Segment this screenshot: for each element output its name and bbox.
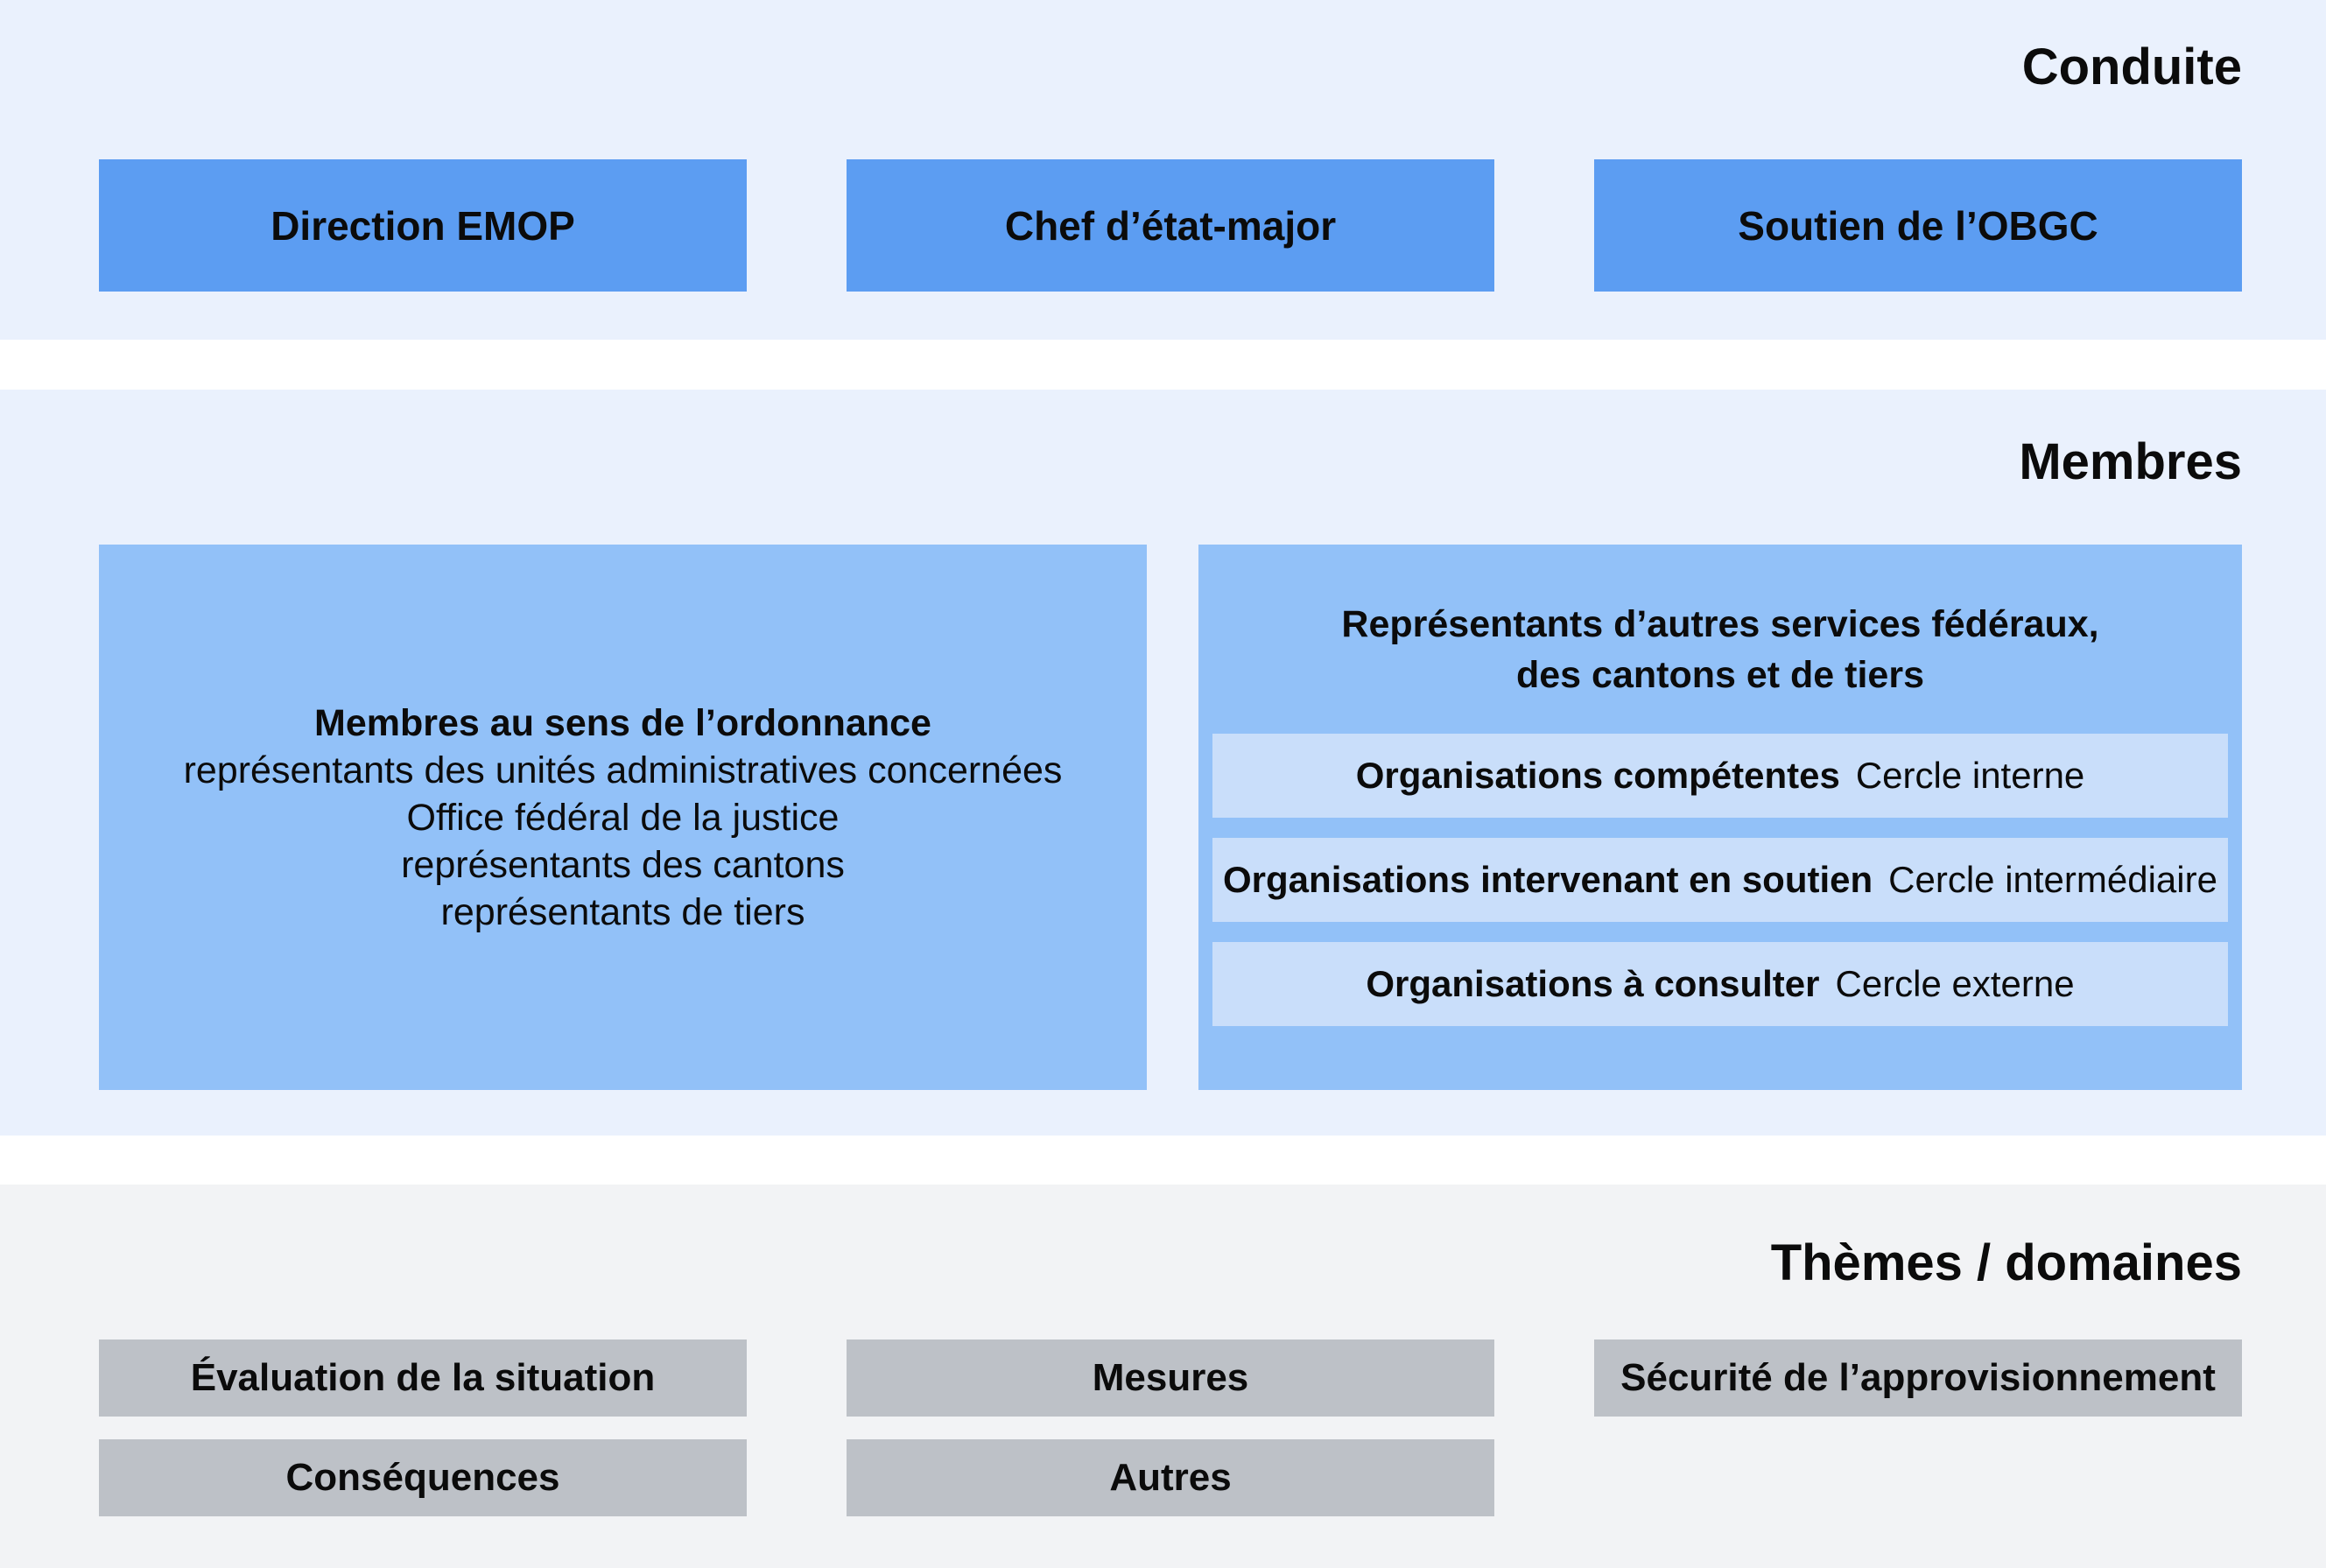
theme-box-autres-label: Autres [1109,1456,1232,1499]
ordonnance-line: Office fédéral de la justice [406,796,840,839]
theme-box-consequences: Conséquences [99,1439,747,1516]
theme-box-evaluation-label: Évaluation de la situation [190,1356,656,1399]
section-conduite: Conduite Direction EMOP Chef d’état-majo… [0,0,2326,340]
representants-box: Représentants d’autres services fédéraux… [1198,545,2242,1090]
membres-title: Membres [2019,433,2242,490]
conduite-box-direction-emop: Direction EMOP [99,159,747,292]
org-row-consulter: Organisations à consulter Cercle externe [1212,942,2228,1026]
theme-box-securite-label: Sécurité de l’approvisionnement [1620,1356,2216,1399]
theme-box-mesures-label: Mesures [1092,1356,1249,1399]
ordonnance-line: représentants de tiers [440,890,805,933]
org-row-competentes-suffix: Cercle interne [1855,755,2085,796]
representants-title-line2: des cantons et de tiers [1516,654,1924,696]
theme-box-autres: Autres [847,1439,1494,1516]
ordonnance-box: Membres au sens de l’ordonnance représen… [99,545,1147,1090]
org-row-soutien-suffix: Cercle intermédiaire [1888,859,2217,900]
representants-title-line1: Représentants d’autres services fédéraux… [1341,603,2099,645]
ordonnance-title: Membres au sens de l’ordonnance [314,701,931,744]
org-row-consulter-label: Organisations à consulter [1366,963,1820,1004]
theme-box-evaluation: Évaluation de la situation [99,1339,747,1417]
theme-box-mesures: Mesures [847,1339,1494,1417]
theme-box-securite: Sécurité de l’approvisionnement [1594,1339,2242,1417]
org-row-soutien-label: Organisations intervenant en soutien [1223,859,1873,900]
conduite-box-chef-etat-major-label: Chef d’état-major [1004,202,1337,249]
ordonnance-line: représentants des unités administratives… [183,749,1063,791]
section-themes: Thèmes / domaines Évaluation de la situa… [0,1185,2326,1568]
org-row-consulter-suffix: Cercle externe [1835,963,2075,1004]
section-membres: Membres Membres au sens de l’ordonnance … [0,390,2326,1136]
conduite-title: Conduite [2021,39,2242,95]
org-row-competentes: Organisations compétentes Cercle interne [1212,734,2228,818]
theme-box-consequences-label: Conséquences [285,1456,560,1499]
representants-title: Représentants d’autres services fédéraux… [1198,599,2242,700]
org-row-soutien: Organisations intervenant en soutien Cer… [1212,838,2228,922]
conduite-box-soutien-obgc-label: Soutien de l’OBGC [1738,202,2098,249]
conduite-box-chef-etat-major: Chef d’état-major [847,159,1494,292]
conduite-box-soutien-obgc: Soutien de l’OBGC [1594,159,2242,292]
org-row-competentes-label: Organisations compétentes [1355,755,1840,796]
themes-title: Thèmes / domaines [1770,1234,2242,1291]
ordonnance-line: représentants des cantons [401,843,845,886]
conduite-box-direction-emop-label: Direction EMOP [271,202,575,249]
